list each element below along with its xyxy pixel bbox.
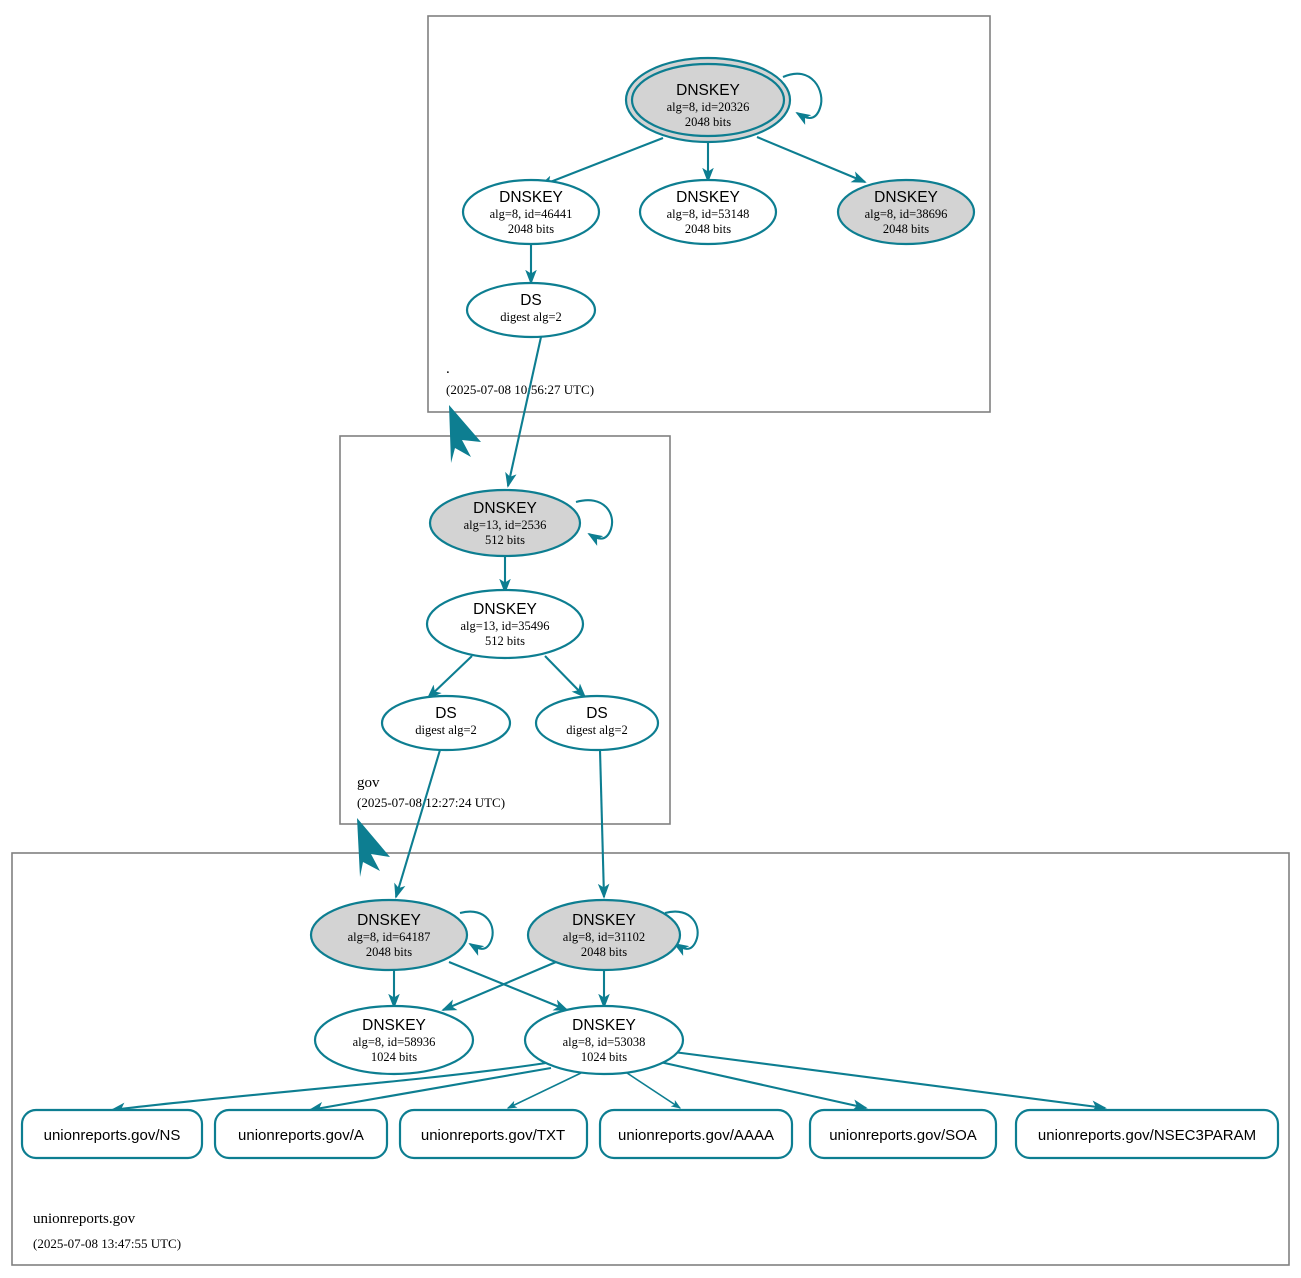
rrset-label: unionreports.gov/NS	[44, 1127, 181, 1144]
node-line2: digest alg=2	[566, 723, 628, 737]
node-line2: digest alg=2	[500, 310, 562, 324]
node-line2: alg=8, id=46441	[490, 207, 573, 221]
edge-gov-ds-right-to-ur-ksk-31102	[597, 749, 610, 899]
edge-ur-53038-to-rr-soa	[659, 1060, 868, 1111]
edge-gov-zsk-to-ds-left	[426, 655, 473, 700]
edge-root-ds-to-gov-ksk	[505, 336, 543, 488]
node-line2: alg=13, id=35496	[460, 619, 549, 633]
rrset-node-nsec3param[interactable]: unionreports.gov/NSEC3PARAM	[1014, 1108, 1280, 1160]
node-line3: 1024 bits	[371, 1050, 417, 1064]
node-title: DS	[435, 705, 457, 722]
edge-ur-53038-to-rr-a	[308, 1066, 552, 1114]
delegation-arrow-gov-to-unionreports	[357, 818, 390, 877]
rrset-label: unionreports.gov/NSEC3PARAM	[1038, 1127, 1256, 1144]
zone-timestamp-root: (2025-07-08 10:56:27 UTC)	[446, 382, 594, 397]
node-line2: alg=13, id=2536	[464, 518, 547, 532]
node-title: DNSKEY	[499, 189, 563, 206]
rrset-label: unionreports.gov/AAAA	[618, 1127, 774, 1144]
edge-ur-53038-to-rr-nsec3param	[665, 1049, 1107, 1113]
node-title: DNSKEY	[362, 1017, 426, 1034]
node-ds-gov-right[interactable]: DS digest alg=2	[534, 694, 660, 752]
node-dnskey-root-zsk-46441[interactable]: DNSKEY alg=8, id=46441 2048 bits	[461, 178, 601, 246]
node-line3: 2048 bits	[366, 945, 412, 959]
edge-self-sign-root-ksk	[782, 72, 823, 125]
rrset-node-ns[interactable]: unionreports.gov/NS	[20, 1108, 204, 1160]
node-line3: 1024 bits	[581, 1050, 627, 1064]
node-dnskey-gov-ksk-2536[interactable]: DNSKEY alg=13, id=2536 512 bits	[428, 488, 582, 558]
rrset-label: unionreports.gov/TXT	[421, 1127, 565, 1144]
node-title: DS	[520, 292, 542, 309]
node-ds-root[interactable]: DS digest alg=2	[465, 281, 597, 339]
edge-ur-31102-to-58936	[441, 961, 557, 1011]
edge-gov-ds-left-to-ur-ksk-64187	[394, 749, 442, 899]
edge-ur-64187-to-53038	[448, 961, 569, 1011]
node-ds-gov-left[interactable]: DS digest alg=2	[380, 694, 512, 752]
node-title: DNSKEY	[874, 189, 938, 206]
node-title: DNSKEY	[572, 912, 636, 929]
rrset-node-txt[interactable]: unionreports.gov/TXT	[398, 1108, 589, 1160]
node-dnskey-gov-zsk-35496[interactable]: DNSKEY alg=13, id=35496 512 bits	[425, 588, 585, 660]
node-title: DS	[586, 705, 608, 722]
node-title: DNSKEY	[572, 1017, 636, 1034]
edge-self-sign-ur-ksk-31102	[664, 910, 699, 956]
edge-gov-zsk-to-ds-right	[544, 655, 587, 699]
rrset-node-soa[interactable]: unionreports.gov/SOA	[808, 1108, 998, 1160]
zone-label-unionreports: unionreports.gov	[33, 1211, 136, 1227]
node-line3: 2048 bits	[581, 945, 627, 959]
node-line2: alg=8, id=58936	[353, 1035, 436, 1049]
node-line3: 2048 bits	[685, 115, 731, 129]
edge-ur-53038-to-rr-aaaa	[626, 1072, 682, 1109]
node-title: DNSKEY	[357, 912, 421, 929]
edge-self-sign-gov-ksk	[575, 499, 614, 546]
node-line2: digest alg=2	[415, 723, 477, 737]
node-line3: 2048 bits	[685, 222, 731, 236]
node-title: DNSKEY	[676, 82, 740, 99]
node-line2: alg=8, id=20326	[667, 100, 750, 114]
node-line3: 2048 bits	[508, 222, 554, 236]
node-title: DNSKEY	[676, 189, 740, 206]
edge-self-sign-ur-ksk-64187	[459, 910, 494, 956]
edge-root-ksk-to-46441	[538, 137, 664, 187]
node-line3: 2048 bits	[883, 222, 929, 236]
node-line3: 512 bits	[485, 634, 525, 648]
node-line2: alg=8, id=53148	[667, 207, 750, 221]
zone-timestamp-gov: (2025-07-08 12:27:24 UTC)	[357, 795, 505, 810]
node-dnskey-ur-zsk-53038[interactable]: DNSKEY alg=8, id=53038 1024 bits	[523, 1004, 685, 1076]
rrset-node-aaaa[interactable]: unionreports.gov/AAAA	[598, 1108, 794, 1160]
node-dnskey-ur-ksk-31102[interactable]: DNSKEY alg=8, id=31102 2048 bits	[526, 898, 682, 972]
node-line3: 512 bits	[485, 533, 525, 547]
node-dnskey-root-key-38696[interactable]: DNSKEY alg=8, id=38696 2048 bits	[836, 178, 976, 246]
rrset-node-a[interactable]: unionreports.gov/A	[213, 1108, 389, 1160]
rrset-label: unionreports.gov/A	[238, 1127, 364, 1144]
edge-ur-53038-to-rr-txt	[506, 1072, 582, 1109]
node-title: DNSKEY	[473, 601, 537, 618]
node-line2: alg=8, id=64187	[348, 930, 431, 944]
node-dnskey-root-zsk-53148[interactable]: DNSKEY alg=8, id=53148 2048 bits	[638, 178, 778, 246]
zone-label-gov: gov	[357, 775, 380, 791]
node-dnskey-root-ksk-20326[interactable]: DNSKEY alg=8, id=20326 2048 bits	[624, 56, 792, 144]
node-line2: alg=8, id=38696	[865, 207, 948, 221]
rrset-label: unionreports.gov/SOA	[829, 1127, 977, 1144]
zone-timestamp-unionreports: (2025-07-08 13:47:55 UTC)	[33, 1236, 181, 1251]
edge-ur-53038-to-rr-ns	[110, 1061, 547, 1115]
node-dnskey-ur-ksk-64187[interactable]: DNSKEY alg=8, id=64187 2048 bits	[309, 898, 469, 972]
node-line2: alg=8, id=53038	[563, 1035, 646, 1049]
node-dnskey-ur-zsk-58936[interactable]: DNSKEY alg=8, id=58936 1024 bits	[313, 1004, 475, 1076]
node-title: DNSKEY	[473, 500, 537, 517]
delegation-arrow-root-to-gov	[449, 405, 481, 463]
zone-label-root: .	[446, 361, 450, 377]
node-line2: alg=8, id=31102	[563, 930, 645, 944]
edge-root-ksk-to-38696	[756, 136, 867, 183]
